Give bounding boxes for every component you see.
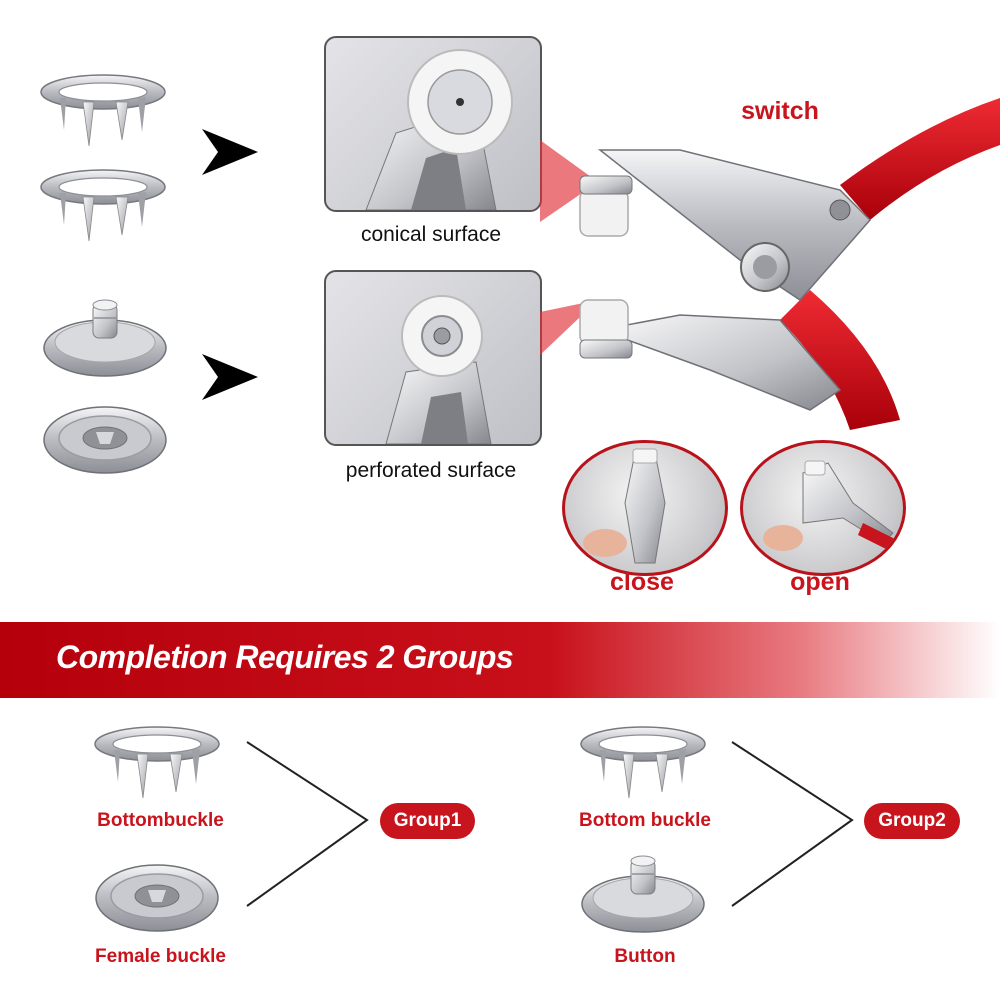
close-mode-photo [562, 440, 728, 576]
prong-ring-icon [38, 70, 168, 150]
group2-bottom-part-label: Button [614, 946, 676, 967]
perforated-surface-closeup [324, 270, 542, 446]
open-label: open [790, 568, 850, 596]
socket-icon [40, 398, 170, 478]
prong-ring-icon [92, 722, 222, 802]
switch-label: switch [741, 97, 819, 125]
snap-button-icon [40, 290, 170, 380]
snap-button-icon [578, 846, 708, 936]
group2-top-part-label: Bottom buckle [579, 810, 711, 831]
open-mode-photo [740, 440, 906, 576]
group2-connector-lines [731, 741, 854, 907]
group1-top-part-label: Bottombuckle [97, 810, 224, 831]
perforated-surface-caption: perforated surface [345, 459, 517, 482]
conical-surface-closeup [324, 36, 542, 212]
close-label: close [610, 568, 674, 596]
socket-icon [92, 856, 222, 936]
conical-surface-caption: conical surface [360, 223, 502, 246]
group1-bottom-part-label: Female buckle [95, 946, 226, 967]
group1-pill: Group1 [380, 803, 475, 839]
arrow-right-icon [200, 352, 260, 402]
prong-ring-icon [38, 165, 168, 245]
group2-pill: Group2 [864, 803, 960, 839]
arrow-right-icon [200, 127, 260, 177]
prong-ring-icon [578, 722, 708, 802]
pliers-icon [540, 98, 1000, 430]
group1-connector-lines [246, 741, 369, 907]
banner: Completion Requires 2 Groups [0, 622, 1000, 698]
banner-title: Completion Requires 2 Groups [56, 639, 514, 675]
